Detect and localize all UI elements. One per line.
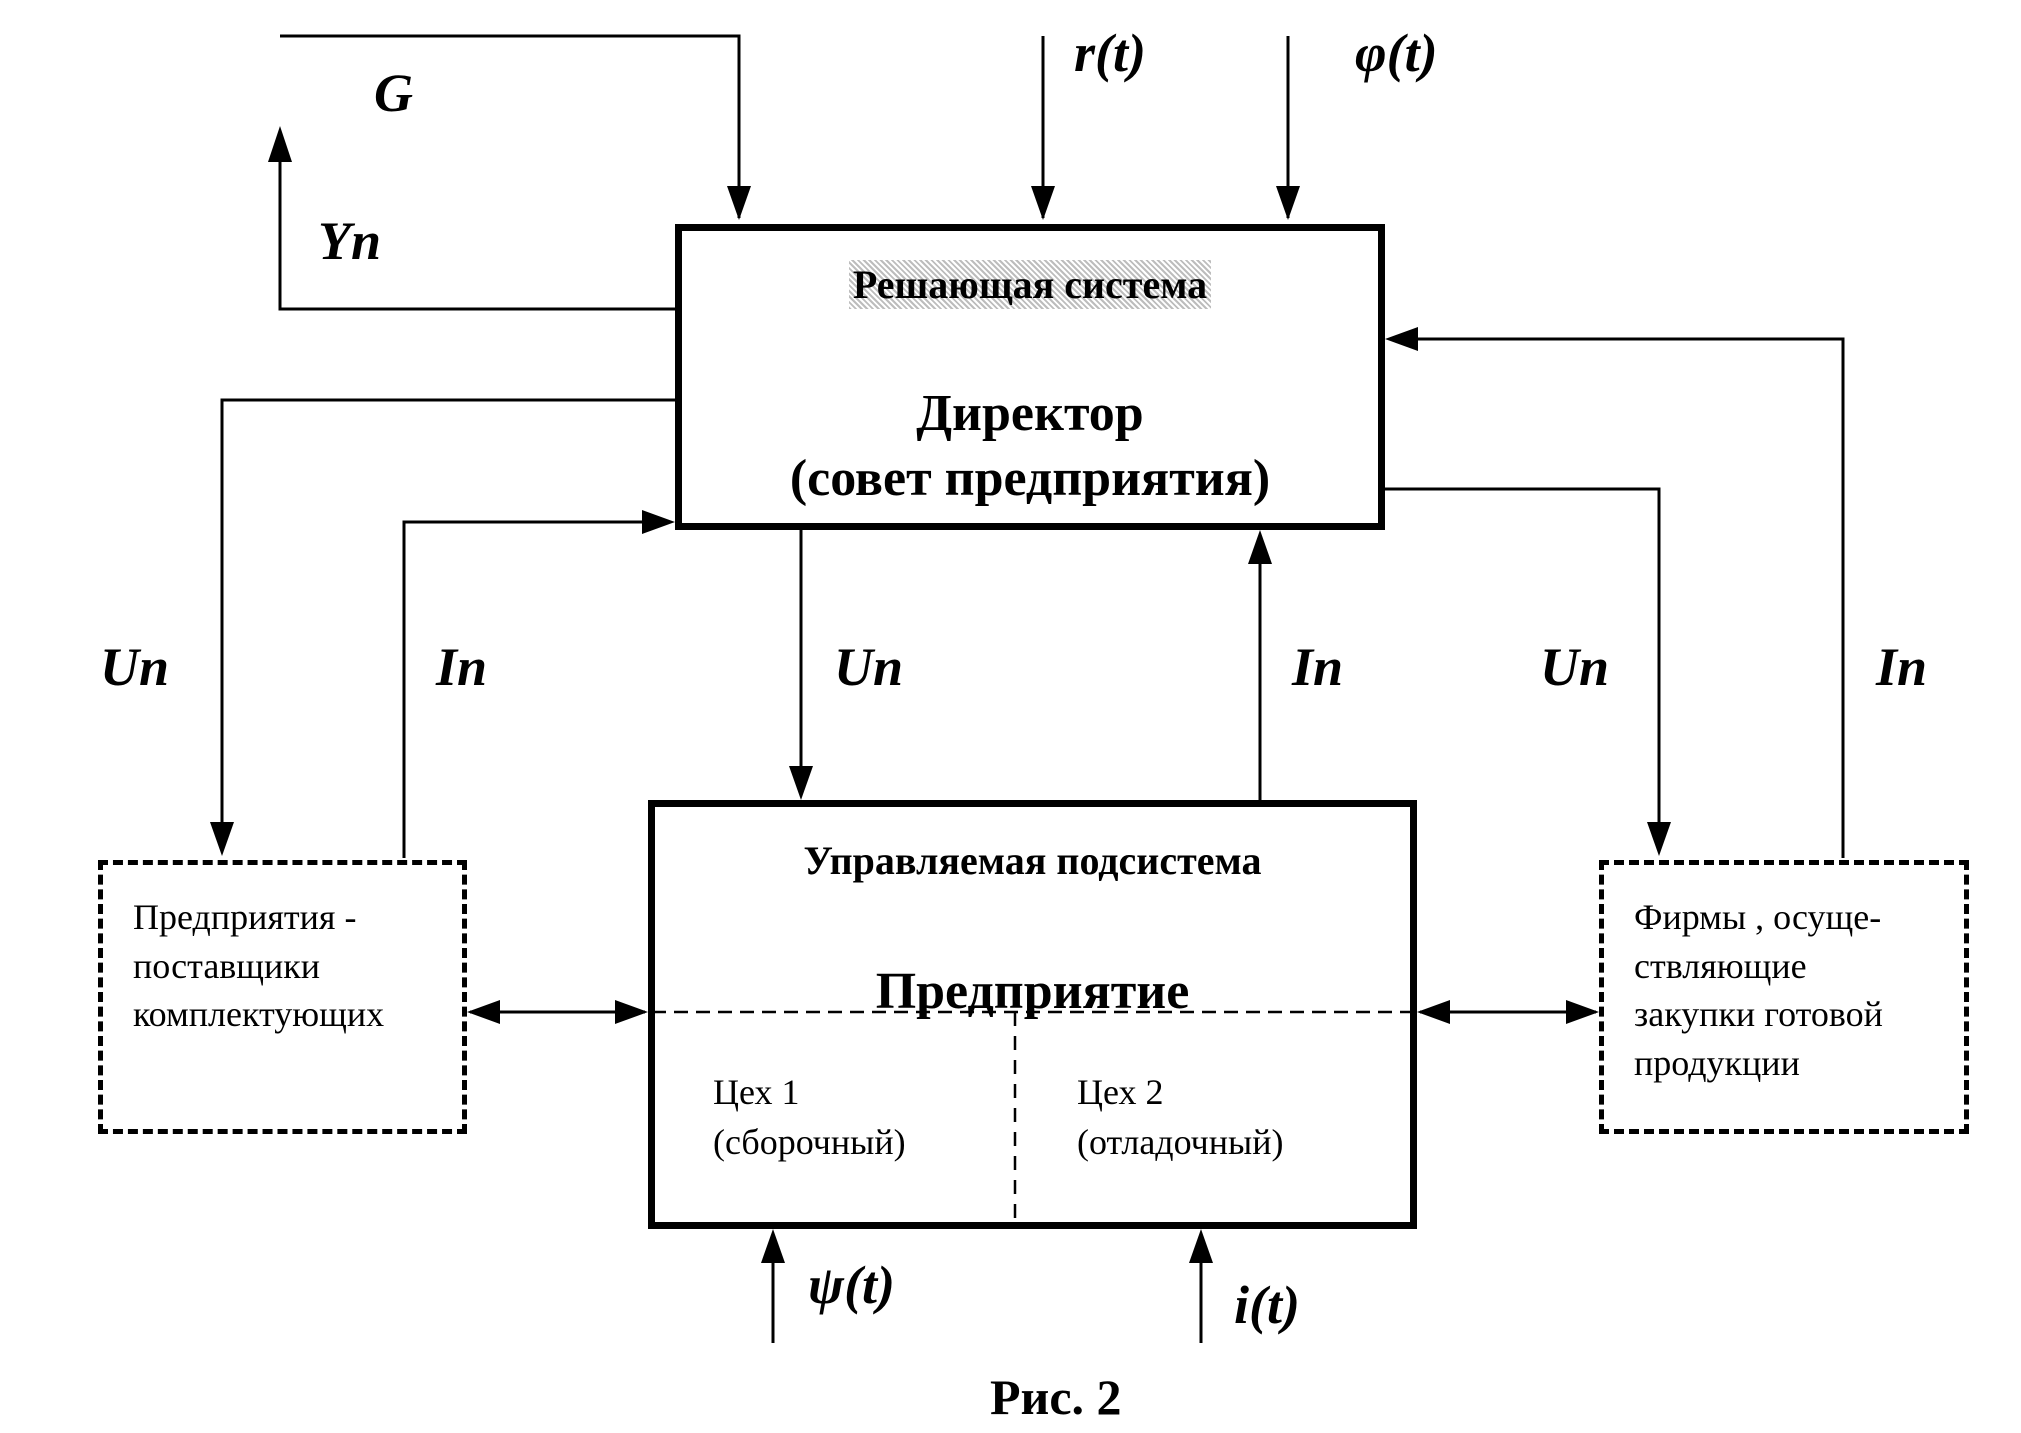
shop-2-name: Цех 2 — [1077, 1072, 1164, 1112]
shop-2: Цех 2 (отладочный) — [1077, 1067, 1284, 1168]
label-in-center: In — [1292, 637, 1344, 697]
arrowhead-r — [1031, 186, 1055, 220]
arrowhead-suppliers-in — [467, 1000, 500, 1024]
arrowhead-Yn — [268, 126, 292, 162]
label-psi: ψ(t) — [808, 1255, 896, 1315]
suppliers-box: Предприятия - поставщики комплектующих — [98, 860, 467, 1134]
arrowhead-in-right — [1385, 327, 1418, 351]
managed-subsystem-header: Управляемая подсистема — [803, 838, 1262, 883]
figure-caption: Рис. 2 — [990, 1369, 1122, 1425]
arrow-G — [280, 34, 741, 218]
shop-2-type: (отладочный) — [1077, 1122, 1284, 1163]
managed-subsystem-title: Предприятие — [875, 963, 1190, 1020]
label-un-center: Un — [834, 637, 904, 697]
label-G: G — [374, 63, 413, 123]
arrowhead-un-center — [789, 766, 813, 800]
decision-system-box: Решающая система Директор (совет предпри… — [675, 224, 1385, 530]
arrowhead-i — [1189, 1229, 1213, 1263]
label-Yn: Yn — [318, 211, 382, 271]
arrowhead-phi — [1276, 186, 1300, 220]
shop-1-type: (сборочный) — [713, 1122, 906, 1163]
shop-1-name: Цех 1 — [713, 1072, 800, 1112]
arrow-in-left — [402, 520, 665, 858]
arrow-un-right — [1385, 487, 1661, 845]
label-un-left: Un — [100, 637, 170, 697]
suppliers-line-2: поставщики — [133, 945, 321, 986]
suppliers-line-1: Предприятия - — [133, 897, 357, 937]
arrowhead-un-right — [1647, 822, 1671, 856]
arrowhead-buyers-in — [1566, 1000, 1599, 1024]
arrowhead-psi — [761, 1229, 785, 1263]
arrowhead-subsystem-right — [1417, 1000, 1450, 1024]
arrowhead-in-center — [1248, 530, 1272, 564]
arrowhead-un-left — [210, 822, 234, 856]
buyers-box: Фирмы , осуще- ствляющие закупки готовой… — [1599, 860, 1969, 1134]
arrowhead-in-left — [642, 510, 675, 534]
decision-system-title: Директор — [916, 385, 1144, 442]
label-r: r(t) — [1074, 23, 1146, 83]
shop-1: Цех 1 (сборочный) — [713, 1067, 906, 1168]
label-phi: φ(t) — [1355, 23, 1438, 83]
decision-system-header: Решающая система — [848, 260, 1212, 309]
arrowhead-subsystem-left — [615, 1000, 648, 1024]
buyers-line-4: продукции — [1634, 1042, 1800, 1083]
label-in-right: In — [1876, 637, 1928, 697]
buyers-line-3: закупки готовой — [1634, 994, 1883, 1035]
decision-system-subtitle: (совет предприятия) — [789, 450, 1271, 507]
arrow-in-right — [1395, 337, 1845, 858]
buyers-line-2: ствляющие — [1634, 945, 1807, 986]
managed-subsystem-box: Управляемая подсистема Предприятие Цех 1… — [648, 800, 1417, 1229]
arrow-un-left — [220, 398, 675, 845]
label-i: i(t) — [1234, 1275, 1300, 1335]
buyers-line-1: Фирмы , осуще- — [1634, 897, 1882, 937]
label-un-right: Un — [1540, 637, 1610, 697]
label-in-left: In — [436, 637, 488, 697]
suppliers-line-3: комплектующих — [133, 994, 385, 1035]
arrow-Yn — [278, 140, 675, 311]
arrowhead-G — [727, 186, 751, 220]
